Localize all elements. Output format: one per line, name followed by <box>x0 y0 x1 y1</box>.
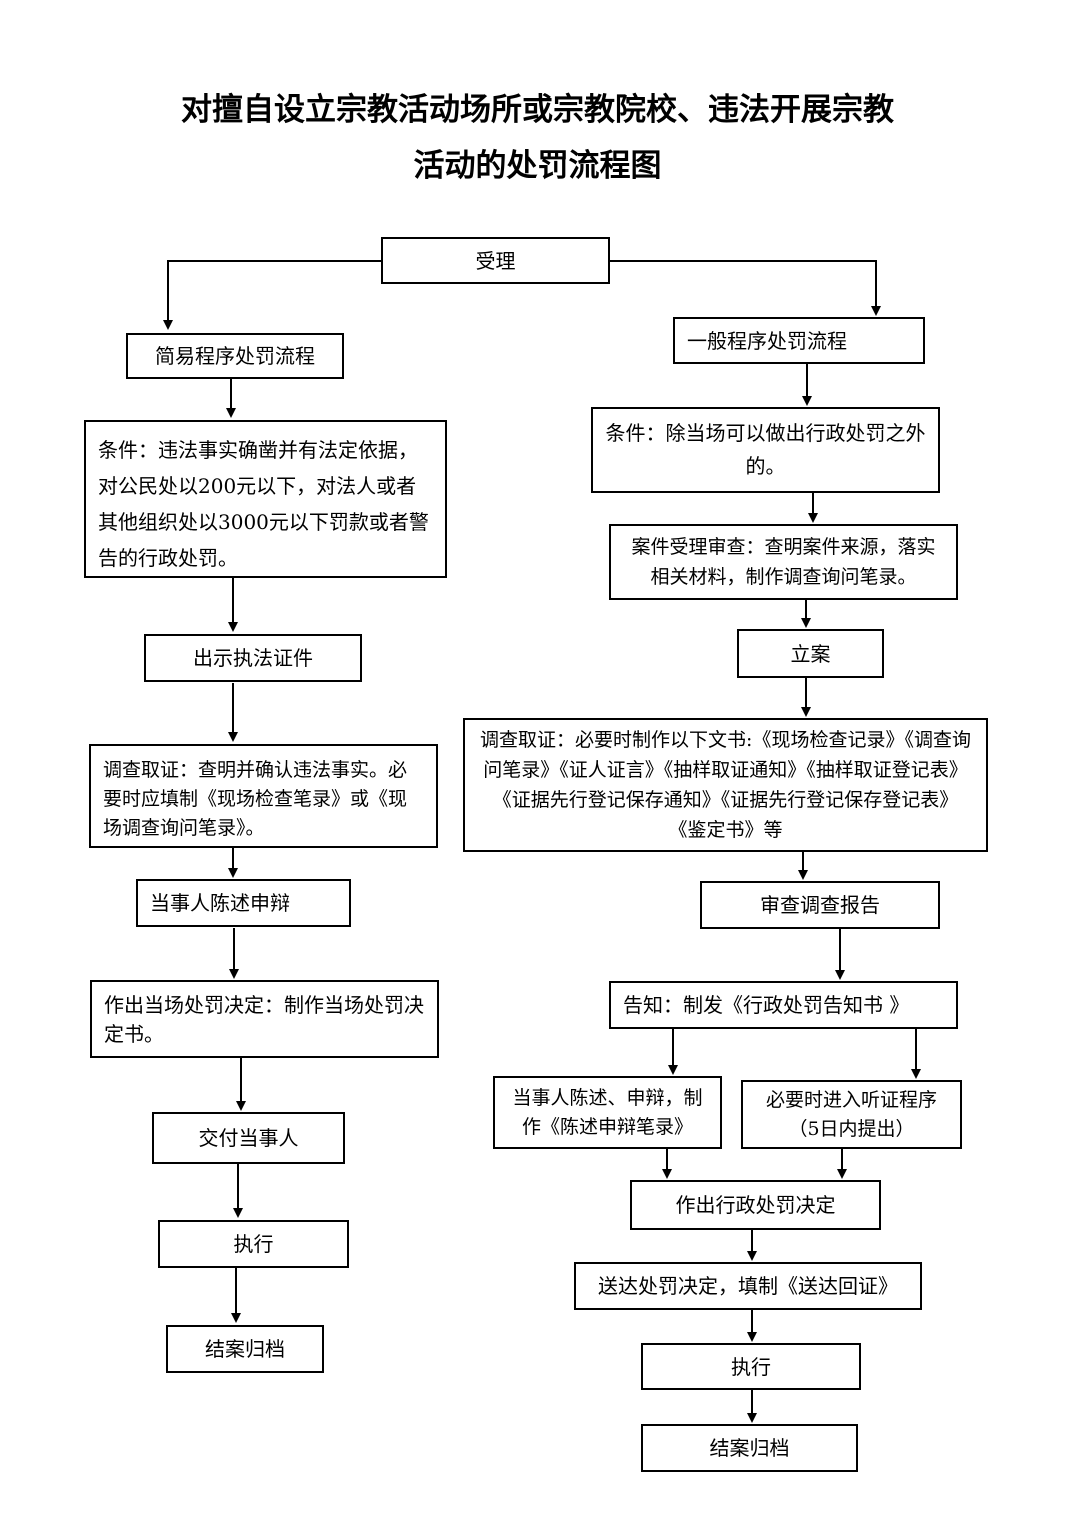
title-line-2: 活动的处罚流程图 <box>413 148 662 184</box>
node-hearing: 必要时进入听证程序（5日内提出） <box>741 1080 962 1149</box>
node-show-certificate: 出示执法证件 <box>144 634 362 682</box>
title-line-1: 对擅自设立宗教活动场所或宗教院校、违法开展宗教 <box>181 92 894 128</box>
node-general-investigate: 调查取证：必要时制作以下文书:《现场检查记录》《调查询问笔录》《证人证言》《抽样… <box>463 718 988 852</box>
node-simple-condition: 条件：违法事实确凿并有法定依据，对公民处以200元以下，对法人或者其他组织处以3… <box>84 420 447 578</box>
node-deliver: 交付当事人 <box>152 1112 345 1164</box>
node-simple-archive: 结案归档 <box>166 1325 324 1373</box>
node-general-execute: 执行 <box>641 1343 861 1390</box>
node-simple-statement: 当事人陈述申辩 <box>136 879 351 927</box>
node-accept: 受理 <box>381 237 610 284</box>
node-general-statement: 当事人陈述、申辩，制作《陈述申辩笔录》 <box>493 1076 722 1149</box>
connector-root-left <box>163 260 381 330</box>
node-general-procedure: 一般程序处罚流程 <box>673 317 925 364</box>
node-case-review: 案件受理审查：查明案件来源，落实相关材料，制作调查询问笔录。 <box>609 524 958 600</box>
node-simple-decision: 作出当场处罚决定：制作当场处罚决定书。 <box>90 980 439 1058</box>
node-general-condition: 条件：除当场可以做出行政处罚之外的。 <box>591 407 940 493</box>
node-general-decision: 作出行政处罚决定 <box>630 1180 881 1230</box>
connector-root-right <box>609 260 881 316</box>
node-review-report: 审查调查报告 <box>700 881 940 929</box>
node-file-case: 立案 <box>737 629 884 678</box>
node-simple-execute: 执行 <box>158 1220 349 1268</box>
node-simple-investigate: 调查取证：查明并确认违法事实。必要时应填制《现场检查笔录》或《现场调查询问笔录》… <box>89 744 438 848</box>
node-notify: 告知：制发《行政处罚告知书 》 <box>609 981 958 1029</box>
node-simple-procedure: 简易程序处罚流程 <box>126 333 344 379</box>
node-serve: 送达处罚决定，填制《送达回证》 <box>574 1262 922 1310</box>
node-general-archive: 结案归档 <box>641 1424 858 1472</box>
